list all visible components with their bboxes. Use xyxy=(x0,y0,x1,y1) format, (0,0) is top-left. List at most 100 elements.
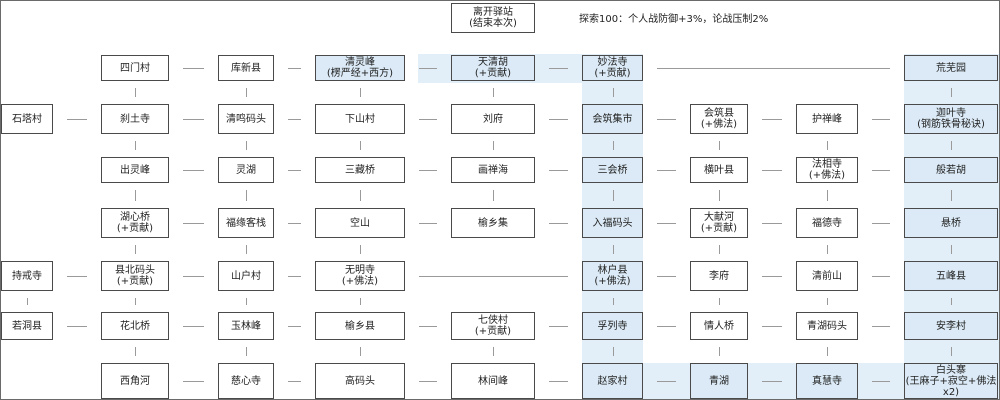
location-node[interactable]: 无明寺 (+佛法) xyxy=(315,261,405,291)
connector-v xyxy=(493,190,494,201)
connector-v xyxy=(135,190,136,201)
location-node[interactable]: 白头寨 (王麻子+寂空+佛法x2) xyxy=(904,363,998,399)
location-node[interactable]: 持戒寺 xyxy=(1,261,53,291)
location-node[interactable]: 榆乡县 xyxy=(315,312,405,340)
connector-h xyxy=(549,170,568,171)
connector-h xyxy=(288,119,301,120)
location-node[interactable]: 西角河 xyxy=(101,363,169,399)
location-node[interactable]: 湖心桥 (+贡献) xyxy=(101,208,169,238)
connector-v xyxy=(612,88,614,97)
connector-h xyxy=(183,223,204,224)
connector-v xyxy=(951,190,952,201)
location-node[interactable]: 榆乡集 xyxy=(451,208,535,238)
connector-v xyxy=(246,88,247,97)
connector-v xyxy=(827,190,828,201)
location-node[interactable]: 花北桥 xyxy=(101,312,169,340)
location-node[interactable]: 李府 xyxy=(690,261,748,291)
location-node[interactable]: 福缘客栈 xyxy=(218,208,274,238)
connector-h xyxy=(657,68,890,69)
connector-v xyxy=(27,298,28,305)
connector-h xyxy=(183,119,204,120)
connector-v xyxy=(612,298,614,305)
connector-v xyxy=(951,141,952,150)
location-node[interactable]: 刹土寺 xyxy=(101,104,169,134)
connector-v xyxy=(135,141,136,150)
connector-v xyxy=(246,245,247,254)
connector-v xyxy=(612,190,614,201)
connector-v xyxy=(135,245,136,254)
location-node[interactable]: 般若胡 xyxy=(904,157,998,183)
location-node[interactable]: 天清胡 (+贡献) xyxy=(451,55,535,81)
location-node[interactable]: 若洞县 xyxy=(1,312,53,340)
connector-v xyxy=(719,347,720,356)
location-node[interactable]: 会筑集市 xyxy=(582,104,643,134)
location-node[interactable]: 福德寺 xyxy=(796,208,858,238)
location-node[interactable]: 孚列寺 xyxy=(582,312,643,340)
connector-h xyxy=(872,119,890,120)
connector-v xyxy=(360,298,361,305)
connector-v xyxy=(246,298,247,305)
location-node[interactable]: 法相寺 (+佛法) xyxy=(796,157,858,183)
connector-v xyxy=(246,347,247,356)
connector-v xyxy=(493,347,494,356)
location-node[interactable]: 大献河 (+贡献) xyxy=(690,208,748,238)
connector-h xyxy=(288,68,301,69)
location-node[interactable]: 石塔村 xyxy=(1,104,53,134)
location-node[interactable]: 山户村 xyxy=(218,261,274,291)
connector-v xyxy=(951,347,952,356)
connector-h xyxy=(419,170,437,171)
connector-v xyxy=(246,141,247,150)
connector-v xyxy=(719,190,720,201)
location-node[interactable]: 悬桥 xyxy=(904,208,998,238)
location-node[interactable]: 荒芜园 xyxy=(904,55,998,81)
location-node[interactable]: 清灵峰 (楞严经+西方) xyxy=(315,55,405,81)
connector-h xyxy=(183,170,204,171)
location-node[interactable]: 安李村 xyxy=(904,312,998,340)
connector-v xyxy=(719,245,720,254)
location-node[interactable]: 迦叶寺 (钢筋铁骨秘诀) xyxy=(904,104,998,134)
location-node[interactable]: 五峰县 xyxy=(904,261,998,291)
location-node[interactable]: 县北码头 (+贡献) xyxy=(101,261,169,291)
connector-h xyxy=(288,223,301,224)
location-node[interactable]: 林间峰 xyxy=(451,363,535,399)
location-node[interactable]: 七侠村 (+贡献) xyxy=(451,312,535,340)
location-node[interactable]: 横叶县 xyxy=(690,157,748,183)
location-node[interactable]: 青湖码头 xyxy=(796,312,858,340)
connector-h xyxy=(657,223,676,224)
location-node[interactable]: 玉林峰 xyxy=(218,312,274,340)
location-node[interactable]: 空山 xyxy=(315,208,405,238)
location-node[interactable]: 慈心寺 xyxy=(218,363,274,399)
connector-v xyxy=(493,141,494,150)
connector-v xyxy=(827,298,828,305)
location-node[interactable]: 库新县 xyxy=(218,55,274,81)
location-node[interactable]: 四门村 xyxy=(101,55,169,81)
location-node[interactable]: 三会桥 xyxy=(582,157,643,183)
location-node[interactable]: 画禅海 xyxy=(451,157,535,183)
connector-h xyxy=(67,276,87,277)
location-node[interactable]: 妙法寺 (+贡献) xyxy=(582,55,643,81)
location-node[interactable]: 清鸣码头 xyxy=(218,104,274,134)
location-node[interactable]: 赵家村 xyxy=(582,363,643,399)
location-node[interactable]: 三藏桥 xyxy=(315,157,405,183)
location-node[interactable]: 高码头 xyxy=(315,363,405,399)
location-node[interactable]: 青湖 xyxy=(690,363,748,399)
exit-station-node[interactable]: 离开驿站 (结束本次) xyxy=(451,3,535,33)
location-node[interactable]: 会筑县 (+佛法) xyxy=(690,104,748,134)
location-node[interactable]: 护禅峰 xyxy=(796,104,858,134)
location-node[interactable]: 刘府 xyxy=(451,104,535,134)
connector-h xyxy=(419,68,437,69)
location-node[interactable]: 入福码头 xyxy=(582,208,643,238)
location-node[interactable]: 清前山 xyxy=(796,261,858,291)
location-node[interactable]: 下山村 xyxy=(315,104,405,134)
connector-h xyxy=(288,170,301,171)
location-node[interactable]: 情人桥 xyxy=(690,312,748,340)
connector-h xyxy=(183,68,204,69)
location-node[interactable]: 真慧寺 xyxy=(796,363,858,399)
location-node[interactable]: 林户县 (+佛法) xyxy=(582,261,643,291)
connector-v xyxy=(493,88,494,97)
location-node[interactable]: 出灵峰 xyxy=(101,157,169,183)
connector-h xyxy=(657,381,676,382)
location-node[interactable]: 灵湖 xyxy=(218,157,274,183)
